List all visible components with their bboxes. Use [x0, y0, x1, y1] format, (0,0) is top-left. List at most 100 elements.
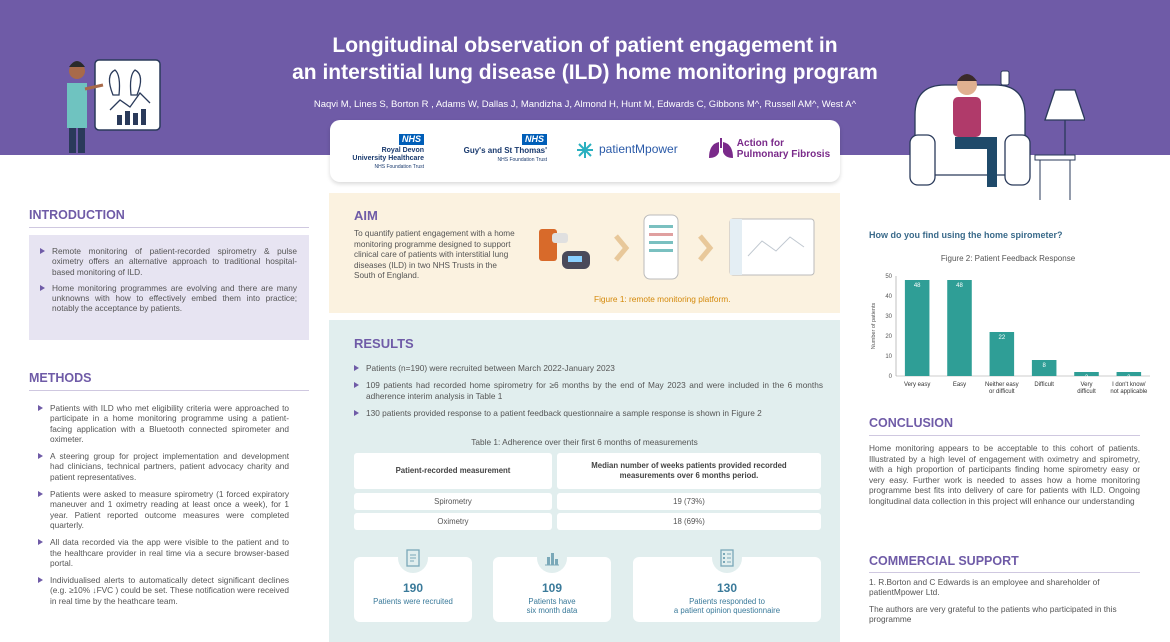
y-tick-label: 10	[885, 354, 892, 360]
stat-label-line: a patient opinion questionnaire	[673, 606, 781, 615]
list-item: Patients with ILD who met eligibility cr…	[37, 403, 289, 444]
table-cell: 18 (69%)	[557, 513, 821, 530]
stat-label-line: six month data	[526, 606, 578, 615]
table-cell: Spirometry	[354, 493, 552, 510]
royal-devon-logo: NHS Royal Devon University Healthcare NH…	[348, 134, 424, 171]
list-item: All data recorded via the app were visib…	[37, 537, 289, 568]
list-item: A steering group for project implementat…	[37, 451, 289, 482]
bar	[947, 280, 972, 376]
stat-label-line: Patients responded to	[689, 597, 765, 606]
feedback-question: How do you find using the home spiromete…	[869, 230, 1063, 240]
list-item: Remote monitoring of patient-recorded sp…	[39, 246, 297, 277]
stat-number: 190	[402, 581, 424, 595]
stat-label-line: Patients were recruited	[373, 597, 453, 606]
title-line-1: Longitudinal observation of patient enga…	[332, 34, 838, 57]
list-item: 109 patients had recorded home spirometr…	[353, 380, 823, 401]
stat-label-line: Patients have	[528, 597, 576, 606]
aim-text: To quantify patient engagement with a ho…	[354, 229, 515, 280]
divider	[29, 227, 309, 228]
introduction-heading: INTRODUCTION	[29, 208, 125, 222]
x-tick-label: Difficult	[1034, 382, 1054, 388]
divider	[869, 435, 1140, 436]
x-tick-label: Neither easy	[985, 382, 1019, 388]
x-tick-label: I don't know/	[1112, 382, 1146, 388]
poster-title: Longitudinal observation of patient enga…	[230, 32, 940, 86]
patientmpower-icon	[577, 142, 593, 158]
apf-name-1: Action for	[736, 138, 784, 149]
y-tick-label: 20	[885, 334, 892, 340]
y-tick-label: 0	[889, 374, 893, 380]
results-heading: RESULTS	[354, 336, 414, 351]
bar-value-label: 2	[1127, 375, 1131, 381]
bar	[1116, 372, 1142, 376]
doctor-illustration	[55, 55, 165, 160]
list-item: Individualised alerts to automatically d…	[37, 575, 289, 606]
patientmpower-logo: patientMpower	[575, 140, 678, 160]
apf-logo: Action for Pulmonary Fibrosis	[708, 138, 830, 160]
patient-armchair-illustration	[905, 55, 1086, 210]
bar-value-label: 48	[956, 283, 963, 289]
methods-list: Patients with ILD who met eligibility cr…	[37, 403, 289, 613]
figure-1-caption: Figure 1: remote monitoring platform.	[594, 294, 731, 304]
spirometer-mouthpiece	[552, 233, 568, 243]
aim-box: AIM To quantify patient engagement with …	[329, 193, 840, 313]
list-item: Patients were asked to measure spirometr…	[37, 489, 289, 530]
x-tick-label: Very easy	[904, 382, 930, 388]
checklist-icon	[712, 543, 742, 573]
stat-label: Patients were recruited	[354, 597, 472, 606]
results-list: Patients (n=190) were recruited between …	[353, 363, 823, 425]
bar	[904, 280, 930, 376]
results-box: RESULTS Patients (n=190) were recruited …	[329, 320, 840, 642]
y-tick-label: 40	[885, 294, 892, 300]
y-tick-label: 30	[885, 314, 892, 320]
divider	[869, 572, 1140, 573]
table-cell: 19 (73%)	[557, 493, 821, 510]
bar-value-label: 2	[1085, 375, 1089, 381]
arrow-icon	[614, 234, 630, 262]
stat-number: 130	[716, 581, 738, 595]
list-item: 130 patients provided response to a pati…	[353, 408, 823, 418]
bar-value-label: 8	[1042, 363, 1046, 369]
conclusion-text: Home monitoring appears to be acceptable…	[869, 443, 1140, 506]
bar-value-label: 22	[998, 335, 1005, 341]
authors: Naqvi M, Lines S, Borton R , Adams W, Da…	[313, 99, 857, 110]
lungs-icon	[709, 138, 733, 158]
patientmpower-name: patientMpower	[599, 142, 678, 157]
apf-name-2: Pulmonary Fibrosis	[736, 149, 831, 160]
nhs-logo-badge: NHS	[398, 134, 424, 145]
bar-chart-icon	[537, 543, 567, 573]
list-item: Patients (n=190) were recruited between …	[353, 363, 823, 373]
table-header-cell: Patient-recorded measurement	[354, 453, 552, 489]
title-line-2: an interstitial lung disease (ILD) home …	[292, 61, 878, 84]
aim-heading: AIM	[354, 208, 378, 223]
x-tick-label: Very	[1080, 382, 1092, 388]
conclusion-heading: CONCLUSION	[869, 416, 954, 430]
table-1-caption: Table 1: Adherence over their first 6 mo…	[471, 437, 698, 447]
gstt-logo: NHS Guy's and St Thomas' NHS Foundation …	[455, 134, 547, 164]
x-tick-label: not applicable	[1110, 389, 1148, 395]
x-tick-label: difficult	[1077, 389, 1096, 395]
table-cell: Oximetry	[354, 513, 552, 530]
commercial-support-p1: 1. R.Borton and C Edwards is an employee…	[869, 577, 1100, 598]
bar	[989, 332, 1015, 376]
chart-title: Figure 2: Patient Feedback Response	[941, 254, 1076, 263]
gstt-trust: NHS Foundation Trust	[497, 157, 547, 163]
stat-card-recruited: 190 Patients were recruited	[354, 543, 472, 622]
web-portal-icon	[729, 218, 815, 276]
list-item: Home monitoring programmes are evolving …	[39, 283, 297, 314]
introduction-list: Remote monitoring of patient-recorded sp…	[39, 246, 297, 314]
royal-devon-name-2: University Healthcare	[352, 155, 424, 162]
royal-devon-name: Royal Devon	[381, 147, 424, 154]
bar	[1074, 372, 1099, 376]
y-axis-label: Number of patients	[871, 303, 877, 350]
commercial-support-p2: The authors are very grateful to the pat…	[869, 603, 1117, 624]
y-tick-label: 50	[885, 274, 892, 280]
bar	[1031, 360, 1057, 376]
logo-bar: NHS Royal Devon University Healthcare NH…	[330, 120, 840, 182]
nhs-logo-badge: NHS	[521, 134, 547, 145]
document-icon	[398, 543, 428, 573]
introduction-box: Remote monitoring of patient-recorded sp…	[29, 235, 309, 340]
